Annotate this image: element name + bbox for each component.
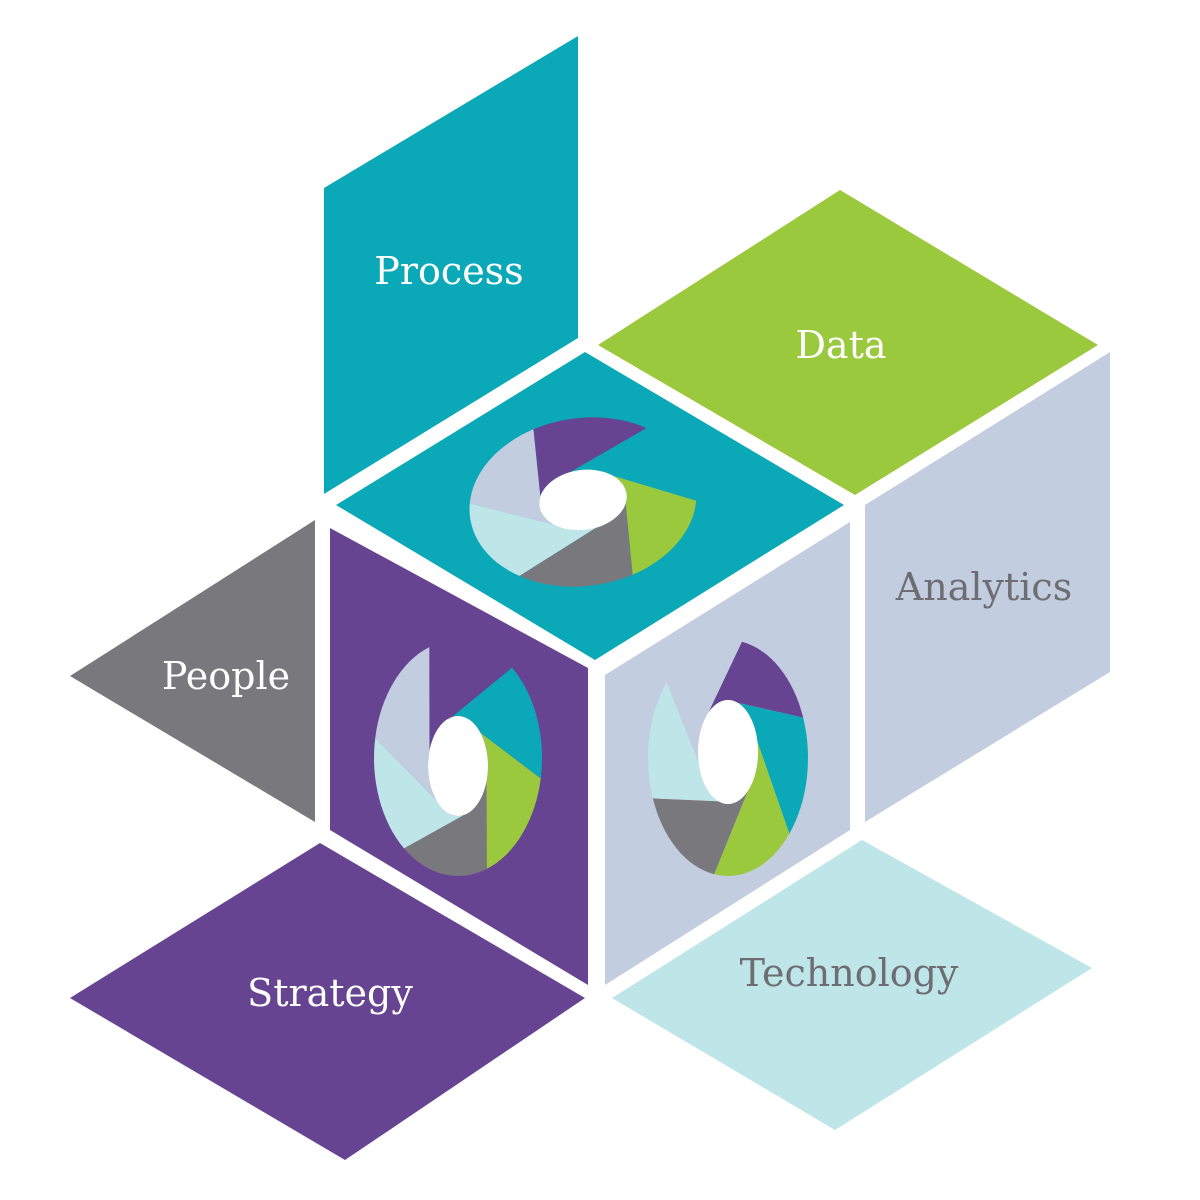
swirl-right-segment-green bbox=[714, 741, 790, 876]
swirl-top-segment-green bbox=[612, 475, 697, 575]
swirl-left-segment-gray bbox=[404, 781, 487, 876]
swirl-top-center-hole bbox=[539, 469, 627, 531]
swirl-left-segment-green bbox=[480, 732, 541, 869]
process-label: Process bbox=[374, 249, 523, 293]
swirl-top-segment-light-teal bbox=[469, 503, 596, 576]
swirl-left-segment-purple bbox=[429, 640, 512, 751]
technology-panel bbox=[612, 840, 1092, 1130]
swirl-right-segment-light-teal bbox=[648, 682, 719, 802]
swirl-right-center-hole bbox=[698, 700, 758, 804]
strategy-panel bbox=[70, 843, 585, 1160]
strategy-label: Strategy bbox=[247, 971, 413, 1015]
swirl-right-segment-purple bbox=[708, 641, 804, 718]
people-label: People bbox=[162, 654, 290, 698]
right-swirl-emblem bbox=[648, 640, 808, 876]
data-panel bbox=[598, 190, 1098, 495]
swirl-right-segment-lavender bbox=[666, 640, 742, 763]
swirl-left-segment-light-teal bbox=[374, 737, 464, 849]
swirl-top-segment-teal bbox=[570, 428, 697, 501]
people-panel bbox=[70, 520, 315, 822]
swirl-left-center-hole bbox=[428, 716, 488, 816]
swirl-left-segment-teal bbox=[452, 667, 542, 779]
swirl-top-segment-gray bbox=[519, 503, 633, 587]
process-panel bbox=[324, 36, 578, 494]
swirl-right-segment-gray bbox=[652, 790, 748, 875]
left-swirl-emblem bbox=[374, 640, 542, 876]
technology-label: Technology bbox=[740, 951, 959, 995]
data-label: Data bbox=[795, 323, 886, 367]
swirl-left-segment-lavender bbox=[375, 647, 436, 800]
analytics-panel bbox=[865, 352, 1110, 822]
swirl-top-segment-lavender bbox=[469, 429, 554, 525]
analytics-label: Analytics bbox=[895, 565, 1072, 609]
swirl-top-segment-purple bbox=[533, 417, 647, 497]
top-swirl-emblem bbox=[469, 417, 697, 587]
swirl-right-segment-teal bbox=[737, 702, 808, 834]
